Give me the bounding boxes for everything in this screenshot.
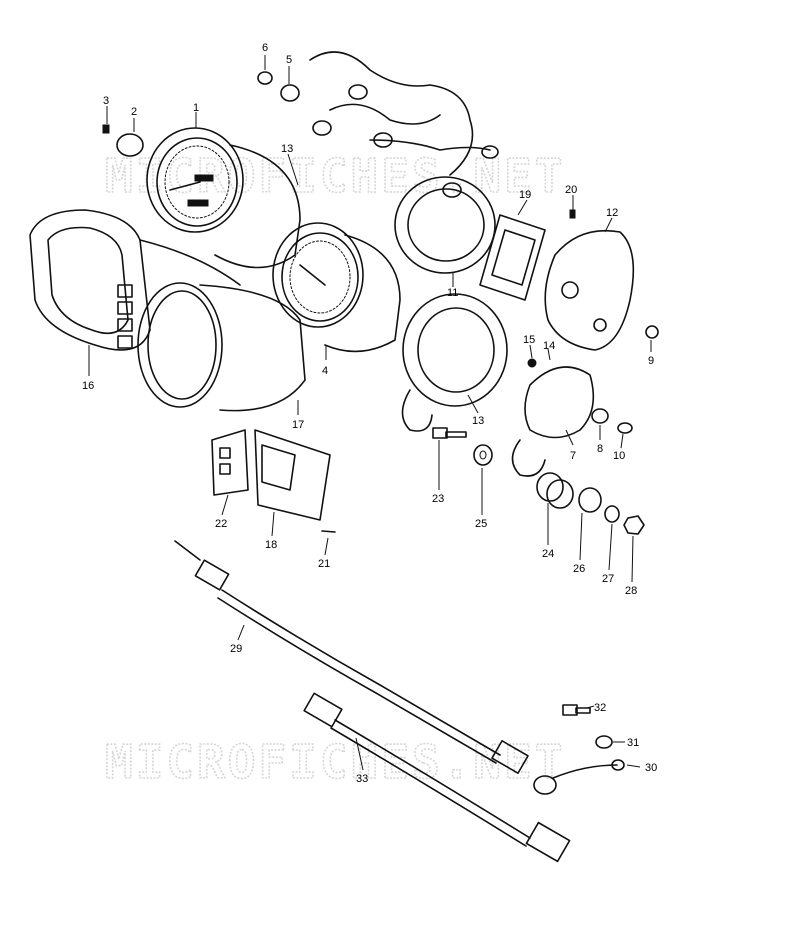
label-part-3: 3 bbox=[103, 95, 109, 107]
indicator-panel-drawing bbox=[479, 214, 546, 301]
label-part-32: 32 bbox=[594, 702, 606, 714]
label-part-27: 27 bbox=[602, 573, 614, 585]
label-part-26: 26 bbox=[573, 563, 585, 575]
label-part-13-lower: 13 bbox=[472, 415, 484, 427]
label-part-5: 5 bbox=[286, 54, 292, 66]
label-part-17: 17 bbox=[292, 419, 304, 431]
label-part-8: 8 bbox=[597, 443, 603, 455]
label-part-9: 9 bbox=[648, 355, 654, 367]
wiring-harness-drawing bbox=[309, 51, 499, 198]
lower-meter-case-drawing bbox=[401, 293, 508, 432]
label-part-6: 6 bbox=[262, 42, 268, 54]
leader-lines bbox=[88, 55, 652, 771]
meter-cover-drawing bbox=[29, 209, 241, 351]
lamp-holder-drawing bbox=[211, 429, 249, 496]
label-part-31: 31 bbox=[627, 737, 639, 749]
tachometer-drawing bbox=[272, 222, 401, 353]
label-part-18: 18 bbox=[265, 539, 277, 551]
label-part-1: 1 bbox=[193, 102, 199, 114]
watermark-bottom: MICROFICHES.NET bbox=[105, 735, 565, 789]
label-part-10: 10 bbox=[613, 450, 625, 462]
label-part-11: 11 bbox=[447, 287, 458, 299]
label-part-12: 12 bbox=[606, 207, 618, 219]
label-part-29: 29 bbox=[230, 643, 242, 655]
label-part-13-upper: 13 bbox=[281, 143, 293, 155]
label-part-33: 33 bbox=[356, 773, 368, 785]
label-part-22: 22 bbox=[215, 518, 227, 530]
case-12-drawing bbox=[544, 229, 635, 351]
label-part-14: 14 bbox=[543, 340, 555, 352]
label-part-24: 24 bbox=[542, 548, 554, 560]
label-part-7: 7 bbox=[570, 450, 576, 462]
meter-cover-ring-drawing bbox=[137, 282, 306, 412]
bracket-7-drawing bbox=[511, 366, 595, 477]
upper-meter-case-drawing bbox=[394, 176, 496, 274]
small-parts-drawing bbox=[102, 71, 659, 795]
label-part-30: 30 bbox=[645, 762, 657, 774]
tachometer-cable-drawing bbox=[174, 540, 529, 774]
label-part-25: 25 bbox=[475, 518, 487, 530]
label-part-4: 4 bbox=[322, 365, 328, 377]
label-part-20: 20 bbox=[565, 184, 577, 196]
speedometer-cable-drawing bbox=[303, 692, 571, 863]
label-part-15: 15 bbox=[523, 334, 535, 346]
label-part-28: 28 bbox=[625, 585, 637, 597]
label-part-16: 16 bbox=[82, 380, 94, 392]
part-number-labels: 1 2 3 4 5 6 7 8 9 10 11 12 13 13 14 15 1… bbox=[82, 42, 657, 785]
speedometer-drawing bbox=[146, 127, 301, 269]
label-part-23: 23 bbox=[432, 493, 444, 505]
lamp-socket-drawing bbox=[254, 429, 331, 521]
label-part-2: 2 bbox=[131, 106, 137, 118]
label-part-21: 21 bbox=[318, 558, 330, 570]
label-part-19: 19 bbox=[519, 189, 531, 201]
